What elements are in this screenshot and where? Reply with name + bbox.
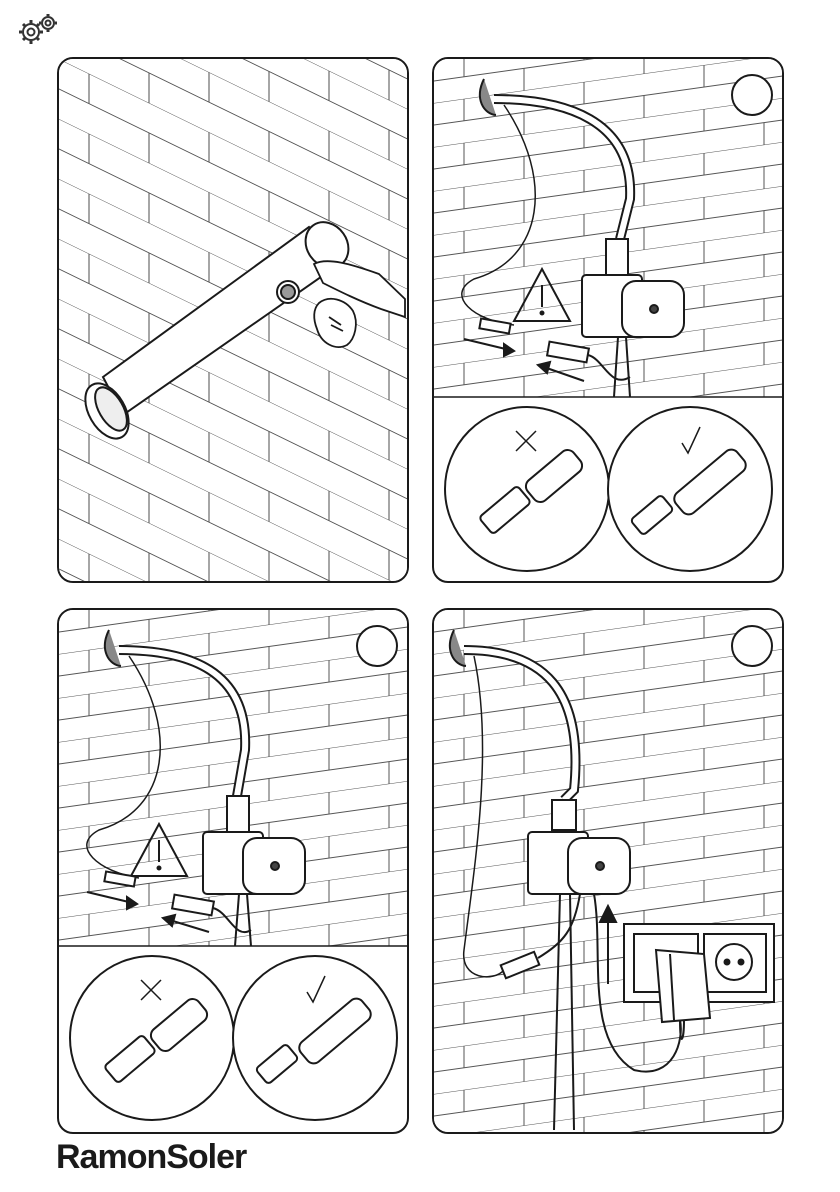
correct-connection-detail bbox=[233, 956, 397, 1120]
wrong-connection-detail bbox=[445, 407, 609, 571]
connect-cable-illustration bbox=[59, 610, 407, 1132]
connect-cable-illustration bbox=[434, 59, 782, 581]
step-marker bbox=[732, 626, 772, 666]
panel-connect-cable-step bbox=[57, 608, 409, 1134]
brand-logo: RamonSoler bbox=[56, 1138, 246, 1177]
correct-connection-detail bbox=[608, 407, 772, 571]
panel-connect-cable-step bbox=[432, 57, 784, 583]
step-marker bbox=[732, 75, 772, 115]
gears-icon bbox=[18, 14, 58, 46]
faucet-spout-illustration bbox=[59, 59, 407, 581]
panel-faucet-spout bbox=[57, 57, 409, 583]
wrong-connection-detail bbox=[70, 956, 234, 1120]
power-adapter-illustration bbox=[434, 610, 782, 1132]
step-marker bbox=[357, 626, 397, 666]
panel-power-adapter-step bbox=[432, 608, 784, 1134]
